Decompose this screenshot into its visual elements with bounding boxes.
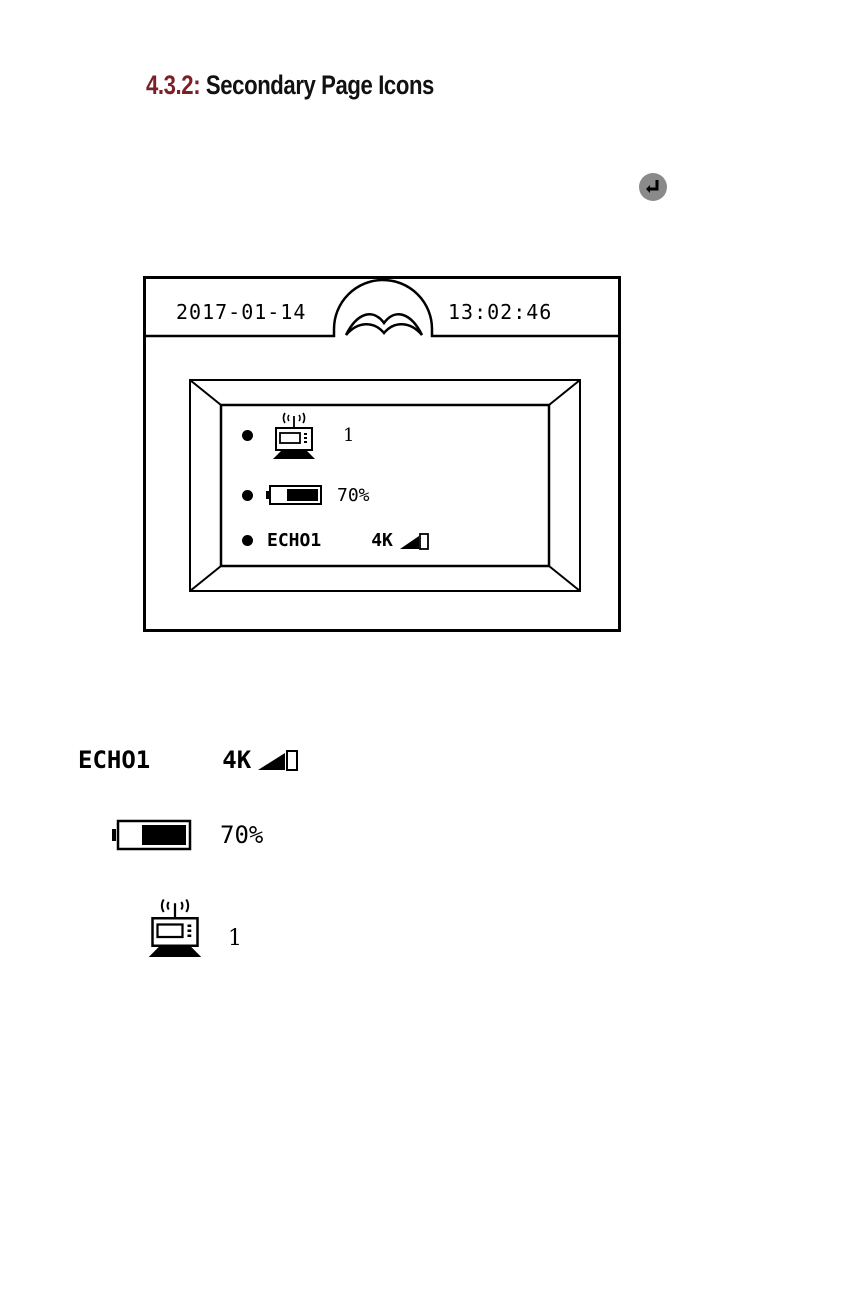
data-rate: 4K [371, 530, 393, 551]
legend-battery-row: 70% [112, 818, 263, 852]
section-number: 4.3.2: [146, 70, 200, 100]
section-heading: 4.3.2: Secondary Page Icons [146, 70, 434, 101]
pager-receiver-icon [140, 892, 210, 962]
legend-data-rate: 4K [222, 746, 251, 774]
legend-channel-row: ECHO1 4K [78, 746, 301, 774]
legend-battery-percent: 70% [220, 821, 263, 849]
channel-name: ECHO1 [267, 530, 321, 551]
section-title: Secondary Page Icons [206, 70, 434, 100]
screen-time: 13:02:46 [448, 300, 552, 324]
bullet [242, 535, 253, 546]
signal-strength-icon [399, 532, 431, 550]
bullet [242, 490, 253, 501]
battery-icon [112, 818, 192, 852]
signal-strength-icon [257, 748, 301, 772]
list-item: 70% [242, 484, 370, 506]
device-screen: 2017-01-14 13:02:46 1 [143, 276, 621, 632]
legend-channel-name: ECHO1 [78, 746, 150, 774]
list-item: 1 [242, 407, 354, 463]
battery-percent: 70% [337, 485, 370, 506]
legend-receiver-count: 1 [228, 926, 242, 951]
book-icon [336, 287, 432, 339]
screen-date: 2017-01-14 [176, 300, 306, 324]
enter-return-icon [638, 172, 668, 202]
receiver-count: 1 [343, 425, 354, 446]
battery-icon [266, 484, 322, 506]
list-item: ECHO1 4K [242, 530, 431, 551]
bullet [242, 430, 253, 441]
pager-receiver-icon [269, 407, 319, 463]
legend-receiver-row: 1 [140, 892, 242, 962]
